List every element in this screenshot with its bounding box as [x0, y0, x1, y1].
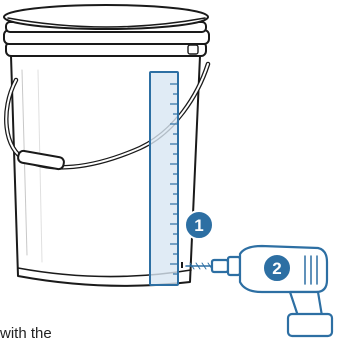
step-1-label: 1 [194, 216, 203, 235]
step-2-label: 2 [272, 259, 281, 278]
drill-chuck [212, 260, 228, 272]
step-2-marker: 2 [263, 254, 291, 282]
drill-battery [288, 314, 332, 336]
power-drill-icon [186, 246, 332, 336]
bucket-rim-notch [188, 45, 198, 54]
step-1-marker: 1 [185, 211, 213, 239]
ruler-icon [150, 72, 178, 285]
drill-handle [290, 292, 322, 316]
caption-text: with the [0, 325, 120, 339]
bucket-lid-top [4, 5, 208, 29]
